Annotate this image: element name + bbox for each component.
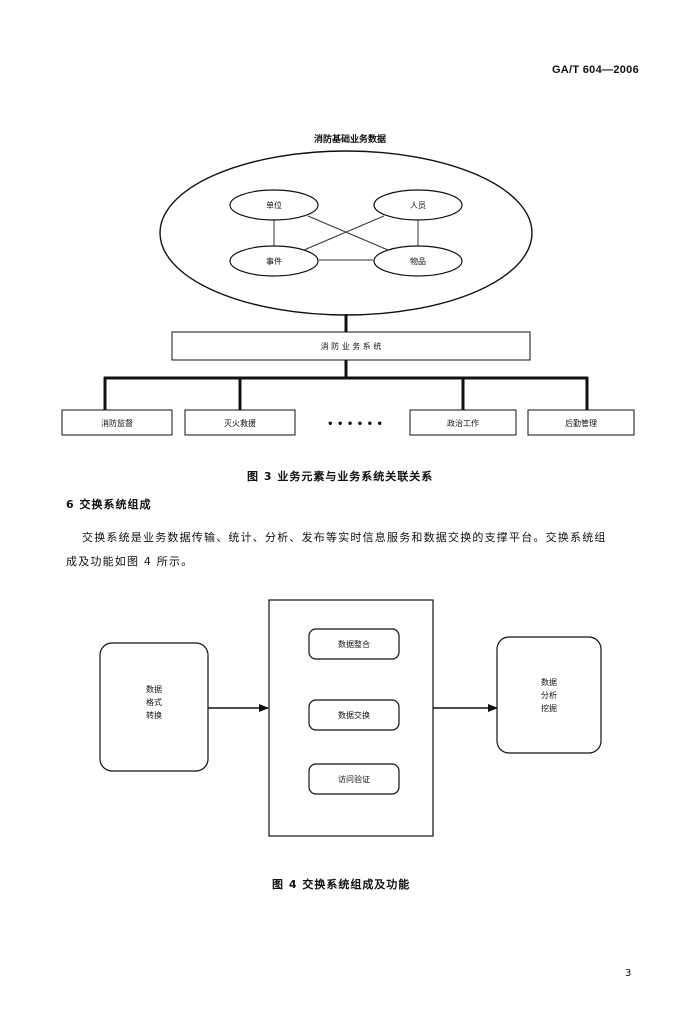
page-number: 3: [625, 968, 632, 979]
subsystem-ellipsis: • • • • • •: [327, 419, 383, 430]
subsystem-box-4: [527, 409, 635, 436]
subsystem-box-1: [61, 409, 173, 436]
business-system-label: 消 防 业 务 系 统: [321, 341, 382, 351]
format-conversion-box: [99, 642, 209, 772]
figure-4-diagram: 数据 格式 转换 数据整合 数据交换 访问验证 数据 分析 挖掘: [99, 599, 602, 837]
data-exchange-box: [308, 699, 400, 731]
data-mining-line-3: 挖掘: [541, 703, 557, 713]
figure-4-caption: 图 4 交换系统组成及功能: [272, 878, 411, 891]
data-mining-box: [496, 636, 602, 754]
format-conversion-line-2: 格式: [146, 697, 162, 707]
link-unit-goods: [307, 215, 389, 251]
section-6-paragraph-line-1: 交换系统是业务数据传输、统计、分析、发布等实时信息服务和数据交换的支撑平台。交换…: [82, 531, 607, 544]
access-verification-label: 访问验证: [338, 774, 370, 784]
section-6-title: 6 交换系统组成: [66, 498, 152, 511]
standard-code: GA/T 604—2006: [551, 64, 639, 76]
business-system-box: [171, 331, 531, 361]
base-data-ellipse: [159, 150, 533, 316]
element-unit-label: 单位: [266, 200, 282, 210]
element-unit-node: [229, 189, 319, 221]
subsystem-label-4: 后勤管理: [565, 418, 597, 428]
element-personnel-label: 人员: [410, 201, 426, 210]
section-6-paragraph-line-2: 成及功能如图 4 所示。: [66, 555, 194, 568]
data-mining-line-2: 分析: [541, 690, 557, 700]
data-integration-label: 数据整合: [338, 639, 370, 649]
format-conversion-line-3: 转换: [146, 710, 162, 720]
subsystem-box-3: [409, 409, 517, 436]
element-event-node: [229, 245, 319, 277]
element-goods-label: 物品: [410, 256, 426, 266]
subsystem-label-3: 政治工作: [447, 418, 479, 428]
format-conversion-line-1: 数据: [146, 684, 162, 694]
element-event-label: 事件: [266, 256, 282, 266]
data-integration-box: [308, 628, 400, 660]
element-personnel-node: [373, 189, 463, 221]
figure-3-diagram: 消防基础业务数据 单位 人员 事件 物品 消 防 业 务 系 统 消防监督 灭火…: [61, 133, 635, 436]
access-verification-box: [308, 763, 400, 795]
subsystem-label-2: 灭火救援: [224, 418, 256, 428]
ellipse-title: 消防基础业务数据: [314, 133, 386, 145]
element-goods-node: [373, 245, 463, 277]
data-exchange-label: 数据交换: [338, 710, 370, 720]
subsystem-box-2: [184, 409, 296, 436]
link-personnel-event: [303, 215, 385, 251]
figure-3-caption: 图 3 业务元素与业务系统关联关系: [247, 470, 434, 483]
data-mining-line-1: 数据: [541, 677, 557, 687]
subsystem-label-1: 消防监督: [101, 418, 133, 428]
